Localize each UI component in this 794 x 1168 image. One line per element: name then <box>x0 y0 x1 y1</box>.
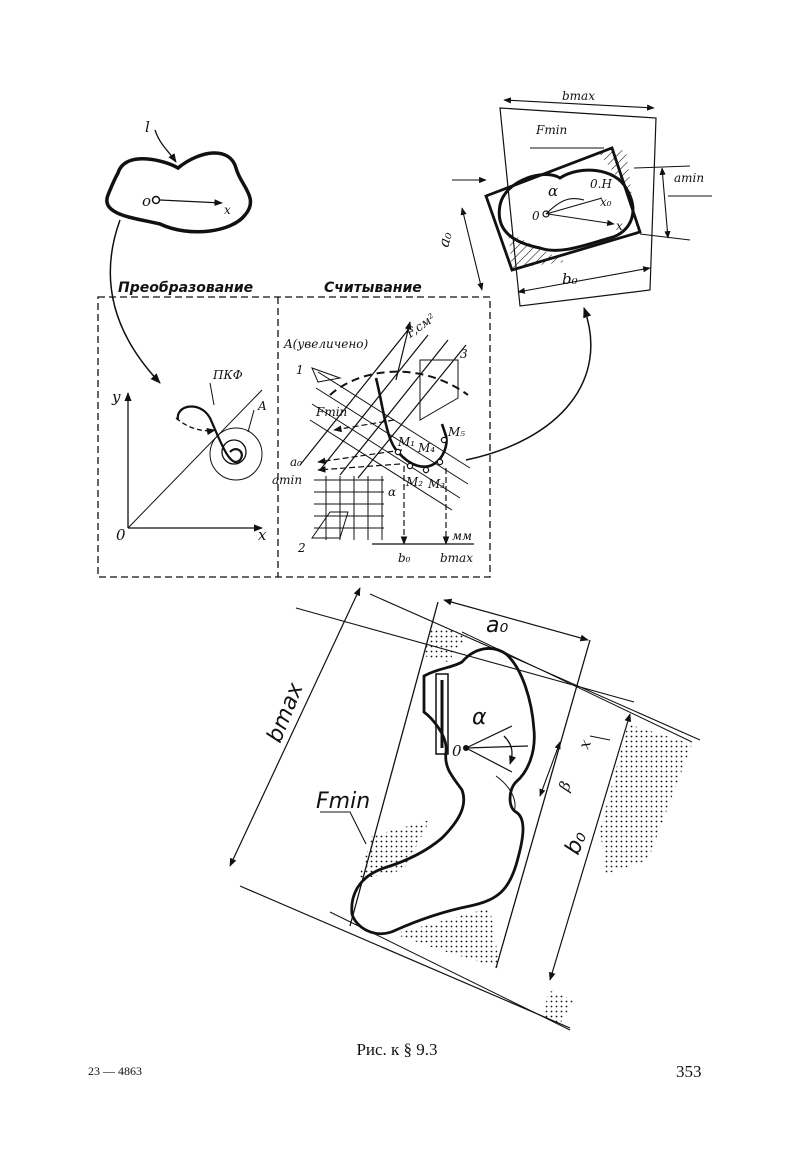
transform-arrow <box>109 219 161 384</box>
label-a0-mid: a₀ <box>290 455 302 469</box>
label-m2: M₂ <box>405 475 423 489</box>
page-number: 353 <box>676 1062 702 1081</box>
label-y-axis: y <box>111 388 121 406</box>
label-x0-tr: x₀ <box>600 195 612 209</box>
label-origin: 0 <box>116 526 126 544</box>
label-a-enlarged: A(увеличено) <box>283 337 368 351</box>
label-beta-big: β <box>555 778 575 794</box>
label-b0-tr: b₀ <box>562 270 578 288</box>
label-num-3: 3 <box>460 347 468 361</box>
label-alpha-big: α <box>472 705 487 730</box>
label-a0-big: a₀ <box>486 613 508 638</box>
label-bmax-tr: bmax <box>562 89 595 103</box>
label-alpha-mid: α <box>388 485 396 499</box>
label-m5: M₅ <box>447 425 465 439</box>
large-bottom-figure <box>229 587 701 1031</box>
read-arrow <box>465 307 592 461</box>
label-fmin-big: Fmin <box>316 789 370 814</box>
label-fmin-tr: Fmin <box>535 123 567 137</box>
label-a: A <box>257 399 267 413</box>
label-mm: мм <box>452 529 472 543</box>
dashed-frames <box>97 296 491 578</box>
label-transform-title: Преобразование <box>118 280 253 296</box>
footer-code: 23 — 4863 <box>88 1064 142 1078</box>
transform-axes <box>124 382 263 532</box>
label-x-tr: x <box>616 219 623 233</box>
label-fmin-mid: Fmin <box>315 405 347 419</box>
label-oh-tr: 0.H <box>590 177 612 191</box>
label-m3: M₃ <box>427 477 445 491</box>
label-pkf: ПКФ <box>212 368 243 382</box>
contour-l-blob <box>105 129 253 234</box>
label-bmax-mid: bmax <box>440 551 473 565</box>
label-f-cm2: F,см² <box>403 311 438 341</box>
readout-nomogram <box>299 321 474 545</box>
label-m4: M₄ <box>417 441 435 455</box>
label-x-big: x <box>575 736 595 751</box>
label-x-top: x <box>224 203 231 217</box>
label-o-tr: 0 <box>532 209 540 223</box>
label-a0-tr: a₀ <box>434 230 455 249</box>
label-b0-mid: b₀ <box>398 551 411 565</box>
label-m1: M₁ <box>397 435 415 449</box>
label-alpha-tr: α <box>548 182 558 200</box>
label-read-title: Считывание <box>324 280 422 296</box>
label-amin-tr: amin <box>674 171 704 185</box>
label-num-2: 2 <box>297 541 306 555</box>
label-amin-mid: amin <box>272 473 302 487</box>
figure-caption: Рис. к § 9.3 <box>356 1040 438 1059</box>
top-right-rect-figure <box>452 97 712 307</box>
label-num-1: 1 <box>296 363 304 377</box>
label-o-big: 0 <box>452 742 462 760</box>
label-contour-l: l <box>145 118 150 136</box>
label-o-center: o <box>142 192 151 210</box>
label-x-axis: x <box>258 526 267 544</box>
